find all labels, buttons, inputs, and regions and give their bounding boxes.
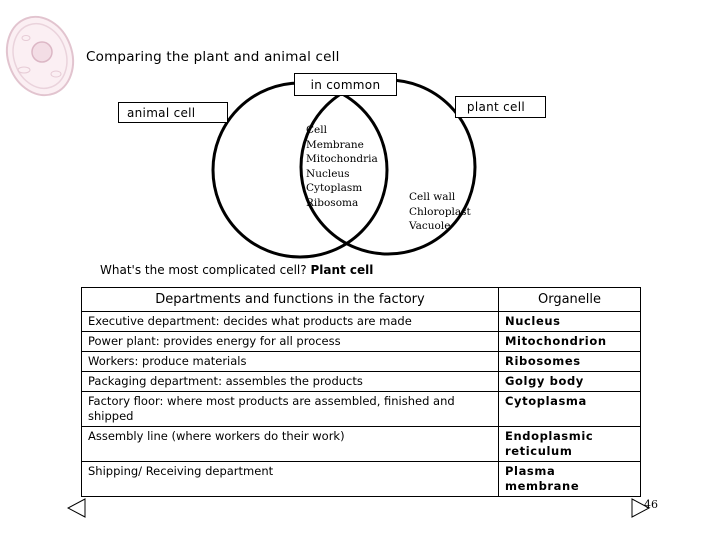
animal-cell-label: animal cell xyxy=(118,102,228,123)
plant-cell-label-text: plant cell xyxy=(466,100,525,114)
table-row: Factory floor: where most products are a… xyxy=(81,391,641,427)
list-item: Nucleus xyxy=(306,167,350,180)
department-cell: Assembly line (where workers do their wo… xyxy=(81,426,499,462)
list-item: Cytoplasm xyxy=(306,182,363,194)
page-number: 46 xyxy=(644,498,658,511)
list-item: Cell wall xyxy=(409,191,456,203)
list-item: Cell xyxy=(306,124,327,136)
department-cell: Factory floor: where most products are a… xyxy=(81,391,499,427)
organelle-cell: Mitochondrion xyxy=(498,331,641,352)
list-item: Mitochondria xyxy=(306,153,378,165)
factory-organelle-table: Departments and functions in the factory… xyxy=(81,287,641,497)
animal-cell-label-text: animal cell xyxy=(127,105,196,120)
organelle-cell: Nucleus xyxy=(498,311,641,332)
common-label-text: in common xyxy=(310,77,381,92)
organelle-cell: Golgy body xyxy=(498,371,641,392)
table-header-row: Departments and functions in the factory… xyxy=(81,287,641,312)
question-line: What's the most complicated cell? Plant … xyxy=(100,263,373,277)
column-header-department: Departments and functions in the factory xyxy=(81,287,499,312)
triangle-left-icon[interactable] xyxy=(67,498,87,518)
common-items-list: Cell Membrane Mitochondria Nucleus Cytop… xyxy=(306,123,378,210)
list-item: Vacuole xyxy=(409,220,451,232)
list-item: Membrane xyxy=(306,138,364,151)
table-row: Packaging department: assembles the prod… xyxy=(81,371,641,392)
cell-illustration-icon xyxy=(5,15,75,97)
organelle-cell: Plasma membrane xyxy=(498,461,641,497)
question-text: What's the most complicated cell? xyxy=(100,263,307,277)
table-row: Workers: produce materials Ribosomes xyxy=(81,351,641,372)
department-cell: Packaging department: assembles the prod… xyxy=(81,371,499,392)
list-item: Chloroplast xyxy=(409,205,471,218)
organelle-cell: Cytoplasma xyxy=(498,391,641,427)
list-item: Ribosoma xyxy=(306,196,359,209)
department-cell: Power plant: provides energy for all pro… xyxy=(81,331,499,352)
table-row: Power plant: provides energy for all pro… xyxy=(81,331,641,352)
organelle-cell: Ribosomes xyxy=(498,351,641,372)
plant-items-list: Cell wall Chloroplast Vacuole xyxy=(409,190,471,234)
department-cell: Shipping/ Receiving department xyxy=(81,461,499,497)
page-title: Comparing the plant and animal cell xyxy=(86,49,340,65)
department-cell: Workers: produce materials xyxy=(81,351,499,372)
table-row: Assembly line (where workers do their wo… xyxy=(81,426,641,462)
common-label: in common xyxy=(294,73,397,96)
organelle-cell: Endoplasmic reticulum xyxy=(498,426,641,462)
table-row: Executive department: decides what produ… xyxy=(81,311,641,332)
question-answer: Plant cell xyxy=(310,263,374,277)
department-cell: Executive department: decides what produ… xyxy=(81,311,499,332)
plant-cell-label: plant cell xyxy=(455,96,546,118)
column-header-organelle: Organelle xyxy=(498,287,641,312)
triangle-right-icon[interactable] xyxy=(631,498,651,518)
table-row: Shipping/ Receiving department Plasma me… xyxy=(81,461,641,497)
